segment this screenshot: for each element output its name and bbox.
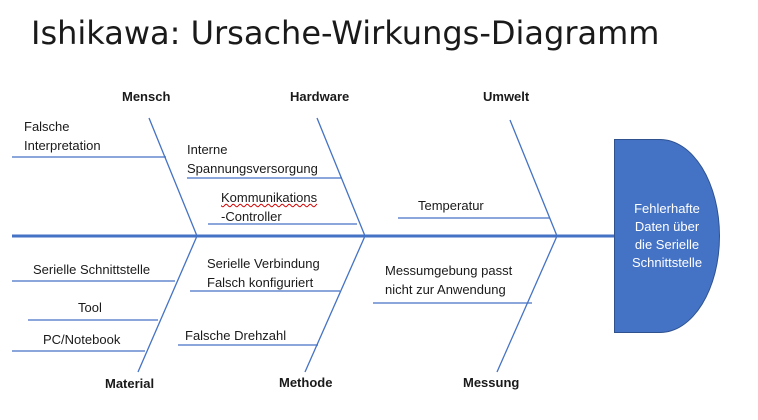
cause-temperatur: Temperatur	[418, 198, 484, 213]
cause-messumgebung: Messumgebung passt nicht zur Anwendung	[385, 263, 513, 297]
effect-label: Fehlerhafte Daten über die Serielle Schn…	[631, 201, 703, 270]
cause-kommunikations-word: Kommunikations	[221, 190, 318, 205]
cause-falsche-drehzahl: Falsche Drehzahl	[185, 328, 287, 343]
effect-head: Fehlerhafte Daten über die Serielle Schn…	[614, 139, 720, 333]
bone-messung	[496, 235, 558, 373]
bone-material	[137, 235, 198, 373]
category-hardware: Hardware	[290, 89, 350, 104]
cause-controller-word: -Controller	[221, 209, 282, 224]
cause-falsche-interpretation: Falsche Interpretation	[24, 119, 101, 153]
category-umwelt: Umwelt	[483, 89, 530, 104]
cause-serielle-verbindung: Serielle Verbindung Falsch konfiguriert	[207, 256, 320, 290]
bone-mensch	[148, 117, 198, 237]
bone-methode	[304, 235, 366, 373]
category-mensch: Mensch	[122, 89, 171, 104]
cause-tool: Tool	[78, 300, 102, 315]
cause-kommunikations-controller: Kommunikations -Controller	[221, 188, 317, 226]
bone-umwelt	[509, 119, 558, 237]
cause-spannungsversorgung: Interne Spannungsversorgung	[187, 142, 318, 176]
category-messung: Messung	[463, 375, 520, 390]
bone-hardware	[316, 117, 366, 237]
category-methode: Methode	[279, 375, 333, 390]
category-material: Material	[105, 376, 155, 391]
cause-serielle-schnittstelle: Serielle Schnittstelle	[33, 262, 151, 277]
title-text: Ursache-Wirkungs-Diagramm	[180, 14, 660, 52]
cause-pc-notebook: PC/Notebook	[43, 332, 121, 347]
title-keyword: Ishikawa:	[31, 14, 181, 52]
page-title: Ishikawa: Ursache-Wirkungs-Diagramm	[31, 14, 659, 52]
